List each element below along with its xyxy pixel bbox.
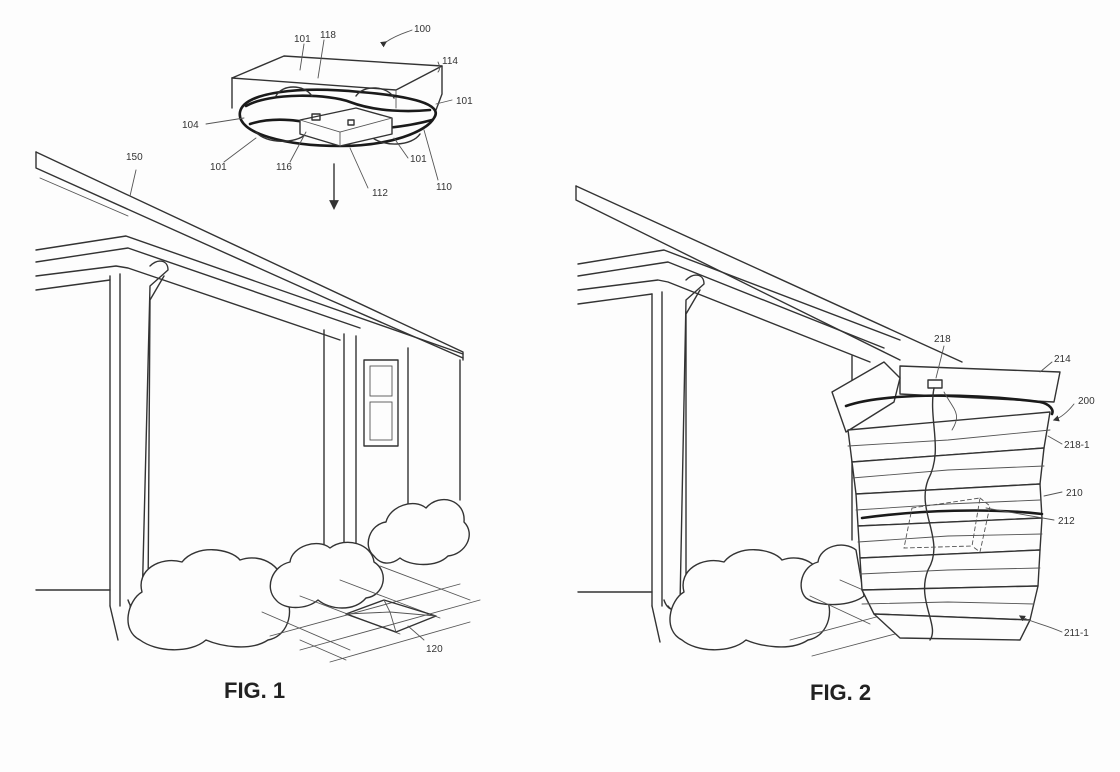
ref-114: 114 — [442, 56, 458, 67]
ref-218-1: 218-1 — [1064, 440, 1090, 451]
fig1-reference-numerals: 100 101 118 114 101 104 101 116 112 101 … — [126, 24, 473, 655]
ref-112: 112 — [372, 188, 388, 199]
ref-210: 210 — [1066, 488, 1083, 499]
fig1-house — [35, 151, 464, 641]
ref-101: 101 — [210, 162, 227, 173]
ref-214: 214 — [1054, 354, 1071, 365]
ref-101: 101 — [456, 96, 473, 107]
figure-2: 218 214 200 218-1 210 212 211-1 FIG. 2 — [575, 185, 1095, 705]
ref-101: 101 — [410, 154, 427, 165]
fig1-leaders — [129, 29, 453, 641]
fig1-shrubs — [127, 498, 470, 651]
ref-118: 118 — [320, 30, 336, 41]
ref-110: 110 — [436, 182, 452, 193]
ref-116: 116 — [276, 162, 292, 173]
ref-212: 212 — [1058, 516, 1075, 527]
ref-218: 218 — [934, 334, 951, 345]
ref-100: 100 — [414, 24, 431, 35]
fig1-drone — [231, 55, 443, 148]
ref-104: 104 — [182, 120, 199, 131]
ref-150: 150 — [126, 152, 143, 163]
ref-101: 101 — [294, 34, 311, 45]
figure-1: 100 101 118 114 101 104 101 116 112 101 … — [35, 24, 481, 703]
figure-1-caption: FIG. 1 — [224, 678, 285, 703]
figure-2-caption: FIG. 2 — [810, 680, 871, 705]
fig2-reference-numerals: 218 214 200 218-1 210 212 211-1 — [934, 334, 1095, 639]
fig2-shrubs — [669, 544, 865, 651]
delivery-pad — [345, 599, 437, 633]
ref-211-1: 211-1 — [1064, 628, 1089, 639]
fig2-leaders — [935, 345, 1075, 633]
ref-200: 200 — [1078, 396, 1095, 407]
ref-120: 120 — [426, 644, 443, 655]
expanded-container — [831, 361, 1061, 641]
